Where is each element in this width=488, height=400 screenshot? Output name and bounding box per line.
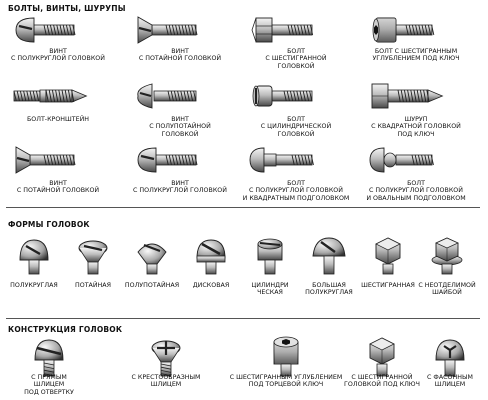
fastener-label: БОЛТ-КРОНШТЕЙН xyxy=(26,116,90,123)
fastener-label: БОЛТ С ШЕСТИГРАННЫМ УГЛУБЛЕНИЕМ ПОД КЛЮЧ xyxy=(372,48,460,63)
slotted-drive-icon xyxy=(31,332,67,378)
pan-head-icon xyxy=(193,234,229,276)
head-shape-label: ПОТАЙНАЯ xyxy=(75,282,111,289)
cylinder-head-bolt-icon xyxy=(248,80,320,112)
carriage-bolt-square-neck-icon xyxy=(248,144,320,176)
socket-head-bolt-icon xyxy=(368,14,440,46)
round-head-icon xyxy=(16,234,52,276)
fastener-label: ВИНТ С ПОЛУКРУГЛОЙ ГОЛОВКОЙ xyxy=(11,48,105,63)
carriage-bolt-oval-neck-icon xyxy=(368,144,440,176)
flat-head-screw-icon xyxy=(10,144,82,176)
head-shape-label: ПОЛУКРУГЛАЯ xyxy=(10,282,58,289)
head-drive-label: С ФАСОННЫМ ШЛИЦЕМ xyxy=(427,374,473,389)
hex-head-icon xyxy=(370,234,406,276)
fastener-label: БОЛТ С ШЕСТИГРАННОЙ ГОЛОВКОЙ xyxy=(265,48,327,70)
oval-head-icon xyxy=(134,234,170,276)
hex-washer-head-icon xyxy=(429,234,465,276)
square-head-lag-screw-icon xyxy=(368,80,444,112)
fastener-label: ШУРУП С КВАДРАТНОЙ ГОЛОВКОЙ ПОД КЛЮЧ xyxy=(371,116,461,138)
head-drive-label: С ПРЯМЫМ ШЛИЦЕМ ПОД ОТВЕРТКУ xyxy=(24,374,74,396)
phillips-drive-icon xyxy=(148,332,184,378)
section-divider xyxy=(6,207,480,208)
head-shape-label: ЦИЛИНДРИ ЧЕСКАЯ xyxy=(251,282,289,297)
fastener-label: ВИНТ С ПОТАЙНОЙ ГОЛОВКОЙ xyxy=(138,48,222,63)
hanger-bolt-icon xyxy=(10,80,88,112)
truss-head-icon xyxy=(311,234,347,276)
hex-drive-icon xyxy=(364,332,400,378)
fastener-label: БОЛТ С ЦИЛИНДРИЧЕСКОЙ ГОЛОВКОЙ xyxy=(260,116,332,138)
flat-head-icon xyxy=(75,234,111,276)
head-drive-label: С ШЕСТИГРАННОЙ ГОЛОВКОЙ ПОД КЛЮЧ xyxy=(344,374,420,389)
section-title-head-shapes: ФОРМЫ ГОЛОВОК xyxy=(8,220,90,229)
section-title-head-drives: КОНСТРУКЦИЯ ГОЛОВОК xyxy=(8,325,123,334)
section-divider xyxy=(6,318,480,319)
head-drive-label: С КРЕСТООБРАЗНЫМ ШЛИЦЕМ xyxy=(131,374,201,389)
fastener-label: ВИНТ С ПОЛУКРУГЛОЙ ГОЛОВКОЙ xyxy=(133,180,227,195)
fillister-head-icon xyxy=(252,234,288,276)
socket-drive-icon xyxy=(268,332,304,378)
head-shape-label: С НЕОТДЕЛИМОЙ ШАЙБОЙ xyxy=(418,282,476,297)
head-shape-label: ПОЛУПОТАЙНАЯ xyxy=(124,282,180,289)
flat-head-screw-icon xyxy=(132,14,204,46)
head-shape-label: ДИСКОВАЯ xyxy=(192,282,230,289)
fastener-label: ВИНТ С ПОТАЙНОЙ ГОЛОВКОЙ xyxy=(16,180,100,195)
head-shape-label: БОЛЬШАЯ ПОЛУКРУГЛАЯ xyxy=(305,282,353,297)
hex-head-bolt-icon xyxy=(248,14,320,46)
round-head-screw-icon xyxy=(132,144,204,176)
section-title-fasteners: БОЛТЫ, ВИНТЫ, ШУРУПЫ xyxy=(8,4,126,13)
head-drive-label: С ШЕСТИГРАННЫМ УГЛУБЛЕНИЕМ ПОД ТОРЦЕВОЙ … xyxy=(229,374,343,389)
round-head-screw-icon xyxy=(10,14,82,46)
head-shape-label: ШЕСТИГРАННАЯ xyxy=(361,282,415,289)
fastener-label: ВИНТ С ПОЛУПОТАЙНОЙ ГОЛОВКОЙ xyxy=(149,116,211,138)
oval-head-screw-icon xyxy=(132,80,204,112)
fastener-label: БОЛТ С ПОЛУКРУГЛОЙ ГОЛОВКОЙ И КВАДРАТНЫМ… xyxy=(242,180,350,202)
fastener-label: БОЛТ С ПОЛУКРУГЛОЙ ГОЛОВКОЙ И ОВАЛЬНЫМ П… xyxy=(366,180,466,202)
special-drive-icon xyxy=(432,332,468,378)
